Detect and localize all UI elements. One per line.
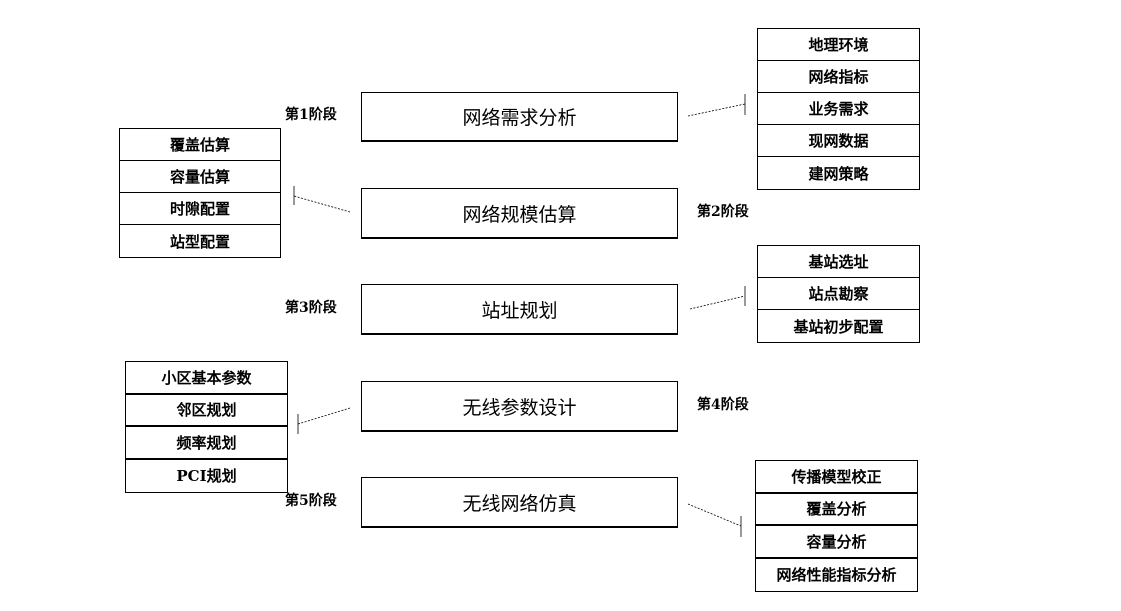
list-item: 基站初步配置 bbox=[793, 317, 884, 336]
stage-2-label: 第2阶段 bbox=[697, 204, 749, 220]
process-box-network-simulation: 无线网络仿真 bbox=[361, 477, 678, 528]
list-item: 地理环境 bbox=[758, 29, 919, 61]
list-item: 站点勘察 bbox=[758, 278, 919, 310]
site-planning-list: 基站选址 站点勘察 基站初步配置 bbox=[757, 245, 920, 343]
process-box-demand-analysis: 网络需求分析 bbox=[361, 92, 678, 142]
process-box-parameter-design: 无线参数设计 bbox=[361, 381, 678, 432]
list-item: 频率规划 bbox=[126, 427, 287, 460]
process-box-site-planning: 站址规划 bbox=[361, 284, 678, 335]
stage-4-label: 第4阶段 bbox=[697, 397, 749, 413]
list-item: 邻区规划 bbox=[126, 395, 287, 427]
list-item: 覆盖估算 bbox=[120, 129, 280, 161]
demand-analysis-list: 地理环境 网络指标 业务需求 现网数据 建网策略 bbox=[757, 28, 920, 190]
process-box-scale-estimation: 网络规模估算 bbox=[361, 188, 678, 239]
list-item: 时隙配置 bbox=[120, 193, 280, 225]
list-item: 小区基本参数 bbox=[126, 362, 287, 395]
network-simulation-list: 传播模型校正 覆盖分析 容量分析 网络性能指标分析 bbox=[755, 460, 918, 592]
list-item: 业务需求 bbox=[758, 93, 919, 125]
parameter-design-list: 小区基本参数 邻区规划 频率规划 PCI规划 bbox=[125, 361, 288, 493]
stage-3-label: 第3阶段 bbox=[285, 300, 337, 316]
list-item: 建网策略 bbox=[808, 164, 869, 183]
list-item: 传播模型校正 bbox=[756, 461, 917, 494]
list-item: 基站选址 bbox=[758, 246, 919, 278]
list-item: 现网数据 bbox=[758, 125, 919, 157]
scale-estimation-list: 覆盖估算 容量估算 时隙配置 站型配置 bbox=[119, 128, 281, 258]
list-item: 容量估算 bbox=[120, 161, 280, 193]
list-item: 覆盖分析 bbox=[756, 494, 917, 526]
stage-5-label: 第5阶段 bbox=[285, 493, 337, 509]
list-item: PCI规划 bbox=[176, 467, 237, 486]
list-item: 容量分析 bbox=[756, 526, 917, 559]
list-item: 站型配置 bbox=[169, 232, 230, 251]
list-item: 网络性能指标分析 bbox=[776, 566, 897, 585]
list-item: 网络指标 bbox=[758, 61, 919, 93]
stage-1-label: 第1阶段 bbox=[285, 107, 337, 123]
